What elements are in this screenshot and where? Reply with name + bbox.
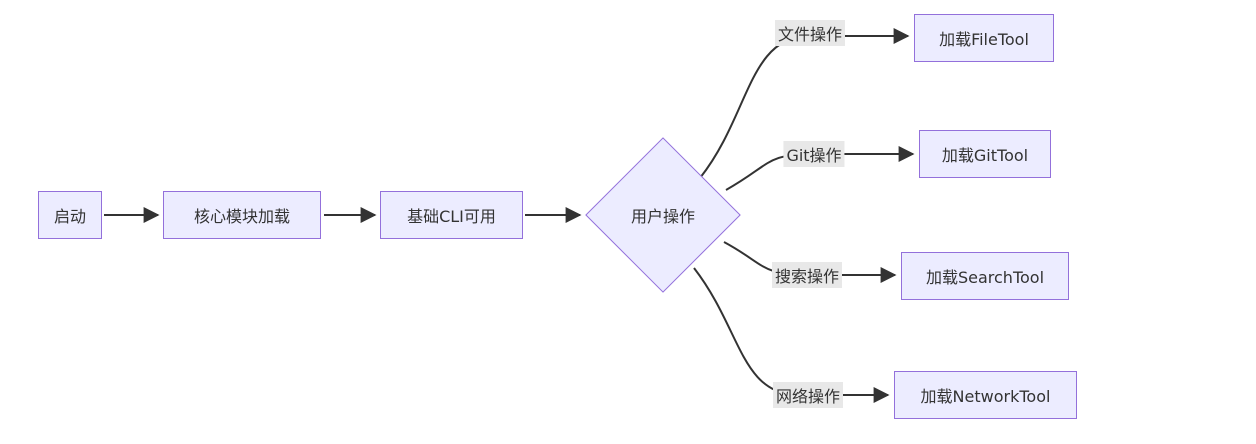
node-core-module-load-label: 核心模块加载 [193,207,290,226]
node-basic-cli-available: 基础CLI可用 [380,191,523,239]
node-load-networktool: 加载NetworkTool [894,371,1077,419]
edge-label-search-operation: 搜索操作 [771,262,843,288]
node-start: 启动 [38,191,102,239]
node-load-searchtool: 加载SearchTool [901,252,1069,300]
node-start-label: 启动 [53,207,86,226]
edge-label-network-operation: 网络操作 [772,382,844,408]
node-load-gittool-label: 加载GitTool [941,146,1029,165]
node-basic-cli-available-label: 基础CLI可用 [407,207,496,226]
node-core-module-load: 核心模块加载 [163,191,321,239]
node-load-networktool-label: 加载NetworkTool [920,387,1051,406]
node-user-operation-label: 用户操作 [630,207,696,226]
edge-label-file-operation: 文件操作 [774,20,846,46]
node-load-gittool: 加载GitTool [919,130,1051,178]
node-load-filetool: 加载FileTool [914,14,1054,62]
node-load-searchtool-label: 加载SearchTool [925,268,1045,287]
node-load-filetool-label: 加载FileTool [939,30,1029,49]
edge-label-git-operation: Git操作 [783,141,845,167]
